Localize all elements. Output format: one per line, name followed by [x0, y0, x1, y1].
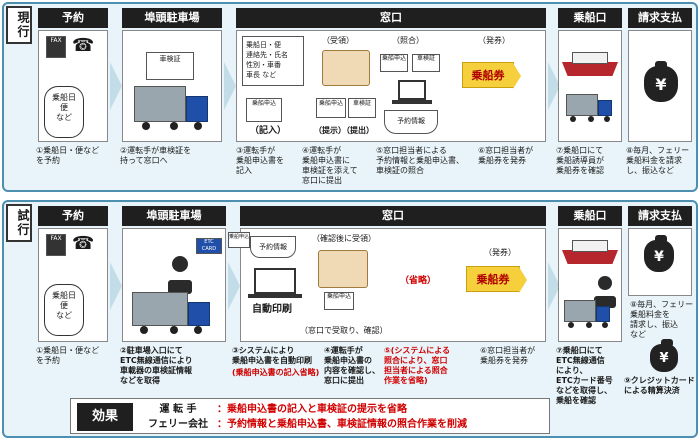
- caption-step3: ③システムにより 乗船申込書を自動印刷: [232, 346, 312, 365]
- caption-step9: ⑨クレジットカード による精算決済: [624, 376, 695, 395]
- header-reservation: 予約: [38, 8, 108, 28]
- caption-step2: ②駐車場入口にて ETC無線通信により 車載器の車検証情報 などを取得: [120, 346, 193, 385]
- boarding-ticket: 乗船券: [462, 62, 521, 89]
- header-counter: 窓口: [240, 206, 546, 226]
- current-gate-box: [558, 30, 622, 142]
- caption-step2: ②運転手が車検証を 持って窓口へ: [120, 146, 192, 165]
- counter-clerk-illustration: [318, 250, 368, 288]
- caption-step4: ④運転手が 乗船申込書の 内容を確認し、 窓口に提出: [324, 346, 380, 385]
- boarding-form-doc: 乗船申込: [228, 232, 250, 248]
- boarding-ticket: 乗船券: [466, 266, 527, 293]
- boarding-form-doc: 乗船申込: [246, 98, 282, 122]
- header-counter: 窓口: [236, 8, 546, 28]
- header-billing: 請求支払: [628, 8, 692, 28]
- truck-icon: [132, 292, 216, 338]
- moneybag-icon: ¥: [644, 235, 674, 272]
- ship-icon: [562, 50, 618, 78]
- flow-arrow: [228, 262, 240, 310]
- fax-icon: FAX: [46, 36, 66, 58]
- issue-label: （発券）: [478, 36, 510, 45]
- issue-label: （発券）: [484, 248, 516, 257]
- truck-icon: [566, 94, 616, 126]
- effect-who-driver: 運 転 手: [159, 404, 197, 415]
- effect-box: 効果 運 転 手 ：乗船申込書の記入と車検証の提示を省略 フェリー会社 ：予約情…: [70, 398, 550, 434]
- reservation-bubble: 乗船日 便 など: [44, 86, 84, 138]
- header-boarding-gate: 乗船口: [558, 206, 622, 226]
- flow-arrow: [110, 62, 122, 110]
- boarding-form-doc: 乗船申込: [324, 292, 354, 310]
- etc-antenna-icon: [172, 256, 188, 272]
- header-pier-parking: 埠頭駐車場: [122, 206, 226, 226]
- header-billing: 請求支払: [628, 206, 692, 226]
- trial-tag: 試行: [6, 204, 32, 242]
- collate-label: （照合）: [392, 36, 424, 45]
- caption-step1: ①乗船日・便など を予約: [36, 346, 100, 365]
- flow-arrow: [224, 62, 236, 110]
- after-confirm-label: （確認後に受領）: [312, 234, 376, 243]
- etc-antenna-icon: [598, 276, 612, 290]
- caption-step8: ⑧毎月、フェリー 乗船料金を請求 し、振込など: [626, 146, 690, 175]
- etc-card-icon: ETC CARD: [196, 238, 222, 254]
- caption-step1: ①乗船日・便など を予約: [36, 146, 100, 165]
- boarding-form-doc: 乗船申込: [380, 54, 408, 72]
- flow-arrow: [548, 262, 560, 310]
- inspection-cert-doc: 車検証: [146, 52, 194, 80]
- reservation-info-doc: 予約情報: [384, 110, 438, 134]
- moneybag-icon: ¥: [644, 61, 678, 102]
- window-receipt-label: （窓口で受取り、確認）: [300, 326, 388, 335]
- current-tag: 現行: [6, 6, 32, 44]
- accept-label: （受領）: [322, 36, 354, 45]
- caption-step5: ⑤窓口担当者による 予約情報と乗船申込書、 車検証の照合: [376, 146, 464, 175]
- auto-print-label: 自動印刷: [252, 304, 292, 315]
- caption-step8: ⑧毎月、フェリー 乗船料金を 請求し、振込 など: [630, 300, 694, 339]
- caption-step5: ⑤(システムによる 照合により、窓口 担当者による照合 作業を省略): [384, 346, 450, 385]
- flow-arrow: [110, 262, 122, 310]
- computer-icon: [398, 80, 426, 100]
- ship-icon: [562, 238, 618, 266]
- reservation-bubble: 乗船日 便 など: [44, 284, 84, 336]
- effect-what-ferry: ：予約情報と乗船申込書、車検証情報の照合作業を削減: [217, 419, 467, 430]
- caption-step7: ⑦乗船口にて 乗船誘導員が 乗船券を確認: [556, 146, 604, 175]
- header-boarding-gate: 乗船口: [558, 8, 622, 28]
- laptop-base: [248, 294, 302, 298]
- effect-what-driver: ：乗船申込書の記入と車検証の提示を省略: [217, 404, 407, 415]
- inspection-cert-doc: 車検証: [412, 54, 440, 72]
- laptop-icon: [254, 268, 296, 294]
- moneybag-icon: ¥: [650, 339, 678, 372]
- phone-icon: ☎: [72, 233, 95, 254]
- truck-icon: [134, 86, 214, 134]
- ride-info-form: 乗船日・便 連絡先・氏名 性別・車番 車長 など: [242, 36, 304, 86]
- effect-who-ferry: フェリー会社: [148, 419, 208, 430]
- inspection-cert-doc: 車検証: [348, 98, 376, 118]
- caption-step7: ⑦乗船口にて ETC無線通信 により、 ETCカード番号 などを取得し、 乗船を…: [556, 346, 613, 405]
- boarding-form-doc: 乗船申込: [316, 98, 346, 118]
- reservation-info-doc: 予約情報: [250, 236, 296, 258]
- etc-onboard-unit-icon: [168, 280, 192, 294]
- caption-step4: ④運転手が 乗船申込書に 車検証を添えて 窓口に提出: [302, 146, 358, 185]
- flow-arrow: [548, 62, 560, 110]
- computer-base: [392, 100, 432, 104]
- header-pier-parking: 埠頭駐車場: [122, 8, 222, 28]
- caption-step6: ⑥窓口担当者が 乗船券を発券: [480, 346, 536, 365]
- etc-onboard-unit-icon: [594, 296, 616, 308]
- header-reservation: 予約: [38, 206, 108, 226]
- fill-in-label: （記入）: [250, 126, 287, 136]
- counter-clerk-illustration: [322, 50, 370, 86]
- omitted-label: （省略）: [400, 276, 437, 286]
- submit-label: （提示）（提出）: [314, 126, 374, 135]
- phone-icon: ☎: [72, 35, 95, 56]
- effect-title: 効果: [77, 403, 133, 431]
- truck-icon: [564, 300, 616, 334]
- caption-step6: ⑥窓口担当者が 乗船券を発券: [478, 146, 534, 165]
- caption-step3: ③運転手が 乗船申込書を 記入: [236, 146, 284, 175]
- caption-step3-omit: (乗船申込書の記入省略): [232, 368, 320, 377]
- fax-icon: FAX: [46, 234, 66, 256]
